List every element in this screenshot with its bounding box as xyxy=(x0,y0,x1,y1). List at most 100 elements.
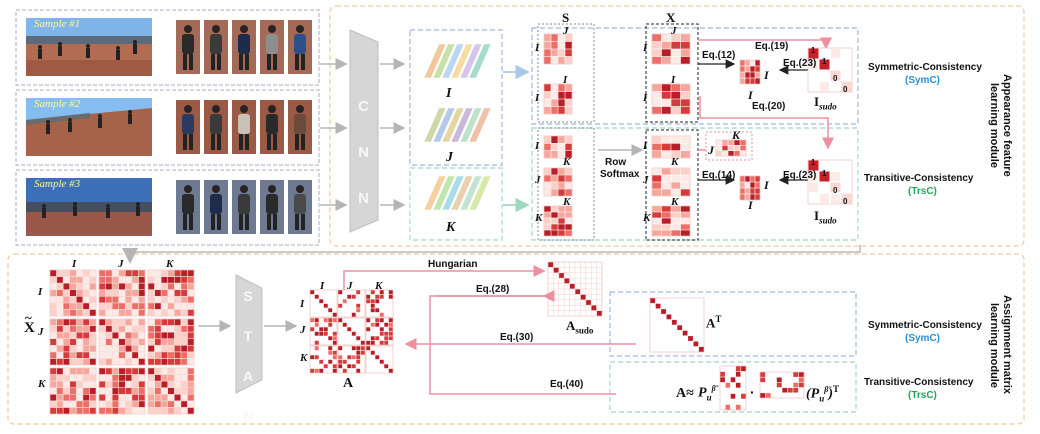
a-col-k: K xyxy=(375,280,383,292)
a-block-cell xyxy=(388,336,393,341)
xtilde-block-cell xyxy=(181,381,188,388)
assignment-module-frame xyxy=(7,253,1025,425)
person-head xyxy=(212,185,220,193)
xtilde-block-cell xyxy=(112,401,119,408)
xtilde-block-cell xyxy=(187,358,194,365)
x-ij-cell xyxy=(652,49,662,57)
isudo-matrices xyxy=(807,47,853,205)
a-block-cell xyxy=(319,368,324,373)
xtilde-block-cell xyxy=(99,332,106,339)
x-ii-cell xyxy=(671,99,681,107)
xtilde-block-cell xyxy=(112,325,119,332)
xtilde-block-cell xyxy=(99,319,106,326)
x-kk-cell xyxy=(680,206,690,212)
a-block-cell xyxy=(323,303,328,308)
xtilde-block-cell xyxy=(181,401,188,408)
xtilde-block-cell xyxy=(148,358,155,365)
s-kk-cell xyxy=(558,224,565,230)
x-jk-cell xyxy=(661,168,671,175)
x-ii-cell xyxy=(680,106,690,114)
person-leg xyxy=(217,214,221,230)
pu2-cell xyxy=(798,372,804,377)
s-ij-cell xyxy=(565,34,572,42)
jk-mini-k: K xyxy=(732,128,741,142)
xtilde-block-cell xyxy=(154,394,161,401)
eq12-label: Eq.(12) xyxy=(702,50,736,61)
at-cell xyxy=(655,303,661,309)
at-cell xyxy=(688,336,693,341)
xtilde-block-cell xyxy=(161,296,168,303)
xtilde-block-cell xyxy=(63,270,70,277)
pu2-cell xyxy=(776,377,782,383)
arrow-eq19 xyxy=(698,37,832,50)
s-ij-cell xyxy=(544,34,551,42)
xtilde-block xyxy=(49,318,97,366)
pu1-cell xyxy=(725,404,731,410)
mini-ii-bottom-cell xyxy=(755,188,760,194)
xtilde-block-cell xyxy=(161,325,168,332)
xtilde-block-cell xyxy=(125,388,132,394)
xtilde-block-cell xyxy=(89,303,96,310)
mini-ii-top-cell xyxy=(750,72,755,78)
s-jk-cell xyxy=(565,182,572,189)
xtilde-block-cell xyxy=(168,270,174,277)
mini-i-top-bottom: I xyxy=(748,88,753,102)
a-block xyxy=(309,289,338,318)
asudo-cell xyxy=(586,300,591,305)
a-row-k: K xyxy=(300,352,308,364)
xtilde-block-cell xyxy=(70,290,76,296)
xtilde-block-cell xyxy=(63,374,70,381)
xtilde-block-cell xyxy=(148,296,155,303)
a-block-cell xyxy=(379,318,384,323)
xtilde-block-cell xyxy=(161,303,168,310)
cnn-label: C N N xyxy=(355,98,372,213)
xtilde-block-cell xyxy=(161,332,168,339)
heatmaps xyxy=(543,33,761,237)
xtilde-block-cell xyxy=(187,276,194,283)
xtilde-block-cell xyxy=(132,303,139,310)
a-block-cell xyxy=(332,336,337,341)
x-jk-cell xyxy=(652,175,662,182)
a-block-cell xyxy=(388,290,393,295)
person-coat xyxy=(210,34,222,54)
xtilde-block-cell xyxy=(56,394,63,401)
asudo-cell xyxy=(580,294,586,300)
xtilde-col-i: I xyxy=(72,258,77,270)
a-block-cell xyxy=(328,322,333,327)
xtilde-block-cell xyxy=(63,407,70,414)
a-block-cell xyxy=(356,346,361,351)
xtilde-block-cell xyxy=(181,283,188,290)
xtilde-block-cell xyxy=(154,276,161,283)
pu2-cell xyxy=(760,393,766,398)
s-kk-cell xyxy=(565,230,572,236)
s-ii-cell xyxy=(544,99,551,107)
a-block-bg xyxy=(337,345,366,374)
x-header: X xyxy=(666,10,676,25)
s-ij-cell xyxy=(558,41,565,49)
pu1-cell xyxy=(735,382,741,388)
a-block-cell xyxy=(319,331,324,336)
xtilde-block-cell xyxy=(63,325,70,332)
person-leg xyxy=(189,214,193,230)
xtilde-block-cell xyxy=(181,303,188,310)
a-matrix xyxy=(309,289,394,374)
xtilde-block-cell xyxy=(63,394,70,401)
xtilde-block-cell xyxy=(138,290,145,296)
xtilde-block-cell xyxy=(70,309,76,316)
a-block-cell xyxy=(356,336,361,341)
x-kk-cell xyxy=(661,230,671,236)
x-kk xyxy=(651,205,691,237)
xtilde-block-cell xyxy=(99,290,106,296)
xtilde-block-cell xyxy=(125,345,132,352)
person-leg xyxy=(295,54,299,70)
eq19-label: Eq.(19) xyxy=(755,41,789,52)
pu2-cell xyxy=(793,372,799,377)
xtilde-block-cell xyxy=(89,339,96,345)
xtilde-block-cell xyxy=(148,270,155,277)
xtilde-block-cell xyxy=(89,296,96,303)
mini-jk-cell xyxy=(716,150,722,156)
x-ij-cell xyxy=(661,34,671,42)
a-block xyxy=(365,345,394,374)
xtilde-block-cell xyxy=(187,401,194,408)
xtilde-block-cell xyxy=(148,407,155,414)
